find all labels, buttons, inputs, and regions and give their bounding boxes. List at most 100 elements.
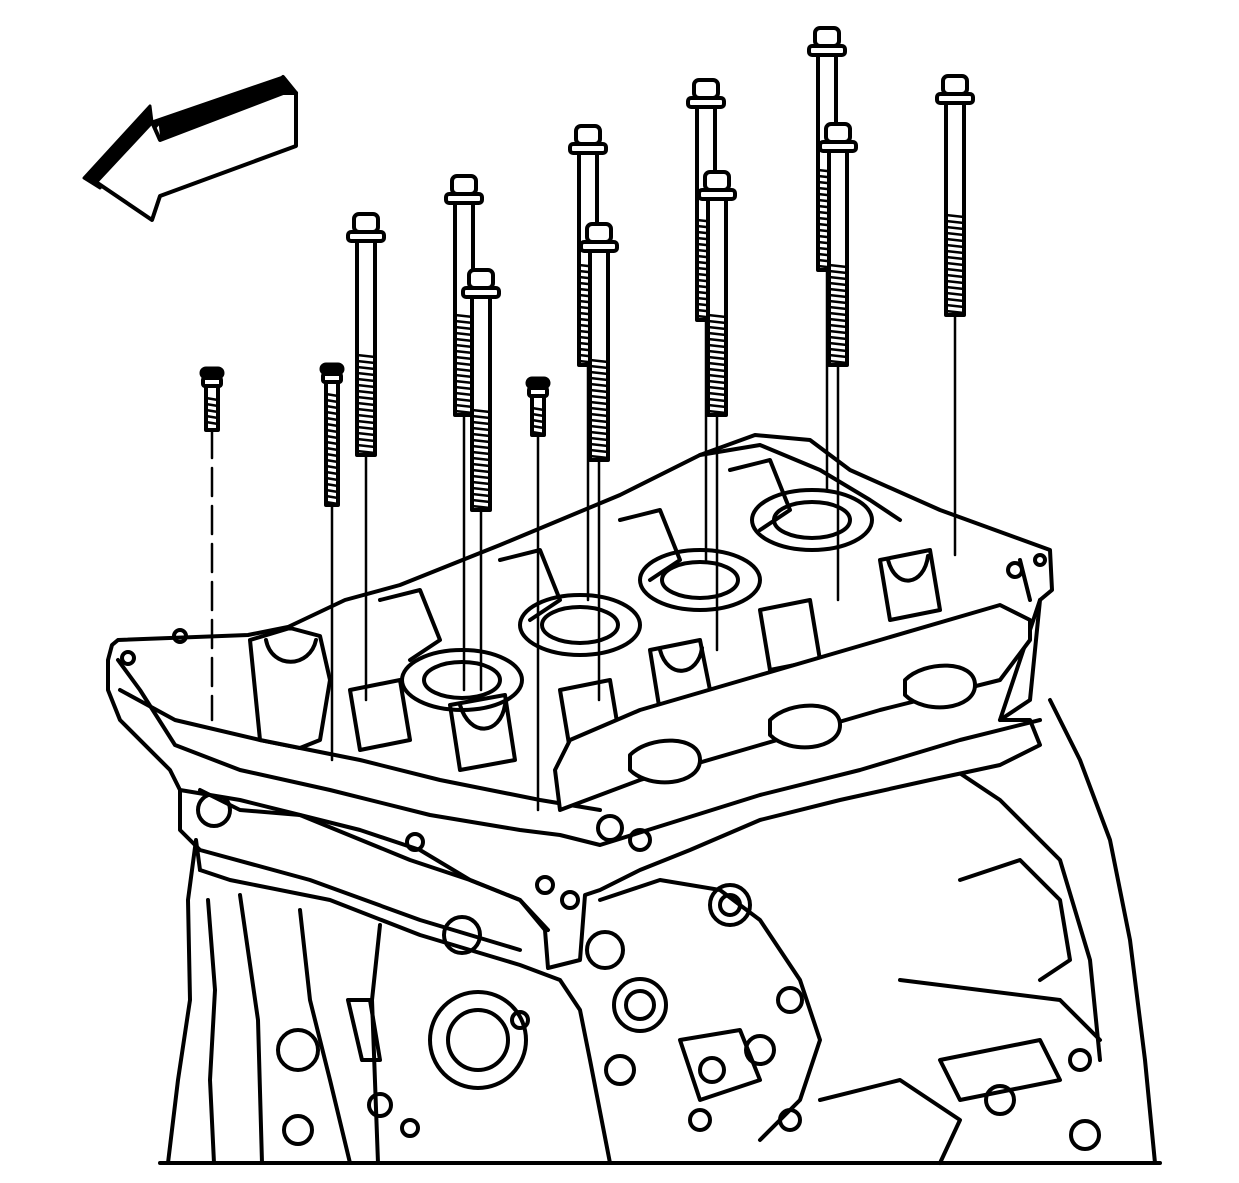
bolt-head [692,78,720,100]
bolt-thread [355,437,377,443]
bolt-thread [827,323,849,329]
bolt-thread [355,383,377,389]
bolt-thread [324,470,340,476]
bolt-thread [827,263,849,269]
bolt-thread [324,392,340,398]
bolt-thread [355,395,377,401]
bolt-thread [944,297,966,303]
bolt-thread [355,389,377,395]
bolt-thread [827,317,849,323]
bolt-thread [470,492,492,498]
bolt-thread [204,408,220,414]
bolt-thread [588,454,610,460]
bolt-thread [355,449,377,455]
bolt-thread [827,353,849,359]
head-bolt-7 [697,170,737,652]
bolt-thread [706,373,728,379]
bolt-thread [530,406,546,412]
bolt-thread [827,305,849,311]
bolt-thread [470,432,492,438]
bolt-thread [588,370,610,376]
bolt-thread [706,385,728,391]
bolt-thread [324,488,340,494]
bolt-thread [204,414,220,420]
bolt-head [813,26,841,48]
bolt-thread [530,430,546,436]
bolt-thread [355,413,377,419]
bolt-thread [324,452,340,458]
bolt-thread [324,398,340,404]
head-bolt-5 [579,222,619,702]
bolt-head [574,124,602,146]
bolt-thread [470,414,492,420]
bolt-thread [944,279,966,285]
bolt-thread [944,267,966,273]
bolt-thread [588,394,610,400]
bolt-thread [827,275,849,281]
bolt-thread [324,428,340,434]
bolt-thread [944,225,966,231]
bolt-thread [470,504,492,510]
bolt-shank [355,239,377,457]
bolt-thread [470,450,492,456]
bolt-thread [588,424,610,430]
bolt-thread [944,213,966,219]
bolt-thread [355,371,377,377]
bolt-thread [588,388,610,394]
bolt-head [941,74,969,96]
bolt-thread [944,219,966,225]
bolt-thread [588,430,610,436]
bolt-head [467,268,495,290]
bolt-thread [706,409,728,415]
bolt-thread [355,401,377,407]
bolt-thread [944,291,966,297]
bolt-thread [706,349,728,355]
bolt-thread [706,379,728,385]
bolt-thread [706,361,728,367]
bolt-thread [944,303,966,309]
bolt-head [824,122,852,144]
bolt-thread [706,397,728,403]
bolt-thread [706,343,728,349]
bolt-thread [324,422,340,428]
bolt-thread [470,468,492,474]
bolt-thread [827,341,849,347]
bolt-thread [944,273,966,279]
bolt-thread [324,464,340,470]
bolt-thread [588,358,610,364]
head-bolt-9 [818,122,858,602]
bolt-thread [355,377,377,383]
bolt-thread [827,281,849,287]
bolt-thread [470,474,492,480]
bolt-thread [827,287,849,293]
bolt-thread [324,416,340,422]
bolt-thread [530,418,546,424]
bolt-thread [706,355,728,361]
bolt-thread [706,367,728,373]
bolt-thread [470,420,492,426]
bolt-thread [706,319,728,325]
head-bolt-1 [346,212,386,702]
bolt-thread [324,458,340,464]
bolt-thread [706,337,728,343]
bolt-thread [827,293,849,299]
bolt-head [450,174,478,196]
bolt-thread [470,462,492,468]
bolt-thread [204,396,220,402]
head-bolt-12 [319,362,345,762]
bolt-thread [706,403,728,409]
bolt-thread [355,359,377,365]
bolt-shank [706,197,728,417]
bolt-thread [944,243,966,249]
bolt-thread [827,335,849,341]
front-direction-arrow-icon [82,75,298,222]
bolt-thread [324,404,340,410]
head-bolt-10 [935,74,975,557]
bolt-shank [827,149,849,367]
bolt-thread [324,434,340,440]
bolt-thread [204,420,220,426]
bolt-thread [355,353,377,359]
bolt-thread [324,410,340,416]
bolt-thread [355,443,377,449]
bolt-thread [355,425,377,431]
